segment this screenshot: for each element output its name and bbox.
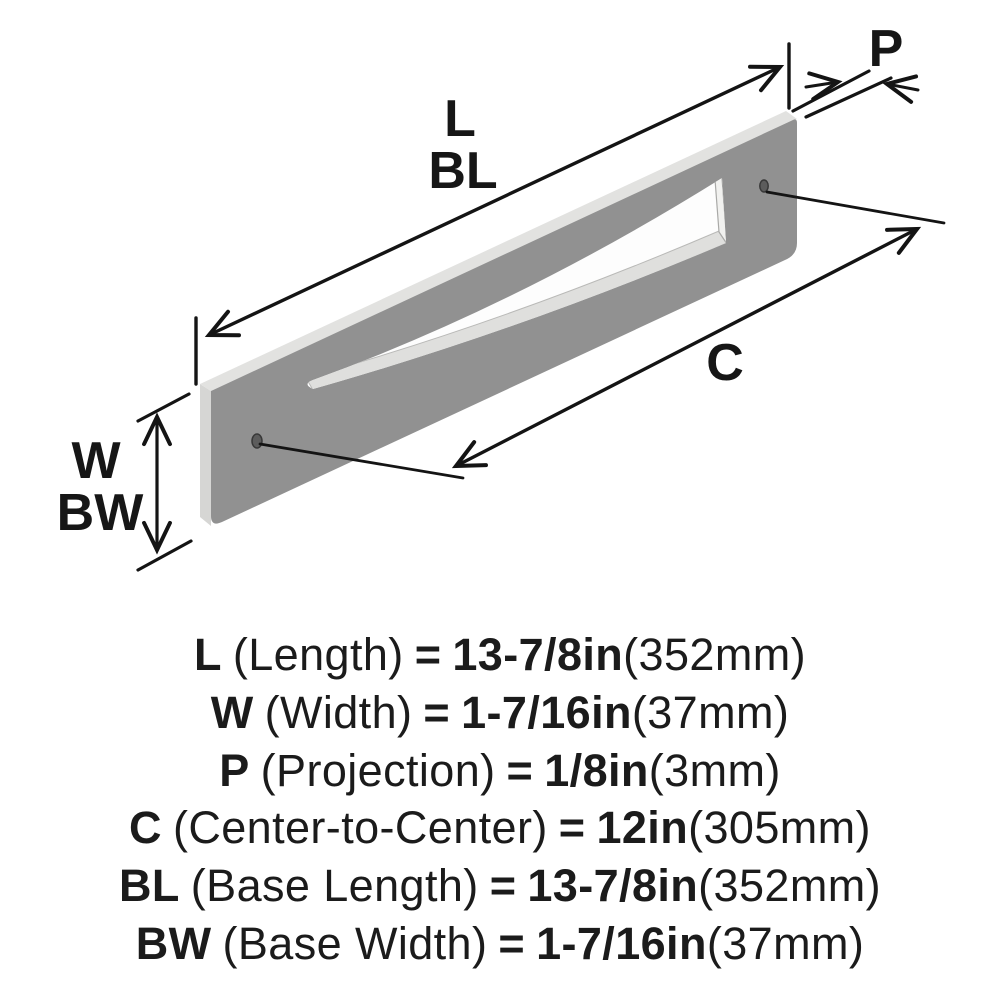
spec-value: 1-7/16in: [536, 917, 707, 969]
spec-row-center-to-center: C(Center-to-Center)=12in(305mm): [0, 802, 1000, 860]
p-edge-line-inner: [804, 76, 893, 119]
spec-list: L(Length)=13-7/8in(352mm) W(Width)=1-7/1…: [0, 629, 1000, 976]
screw-hole-right: [759, 179, 769, 193]
equals-sign: =: [489, 860, 517, 912]
spec-label: L: [193, 629, 222, 680]
spec-metric: (37mm): [706, 917, 865, 969]
spec-name: (Projection): [260, 744, 496, 796]
c-leader-right-hole: [765, 190, 946, 225]
spec-value: 13-7/8in: [527, 860, 699, 912]
spec-label: C: [129, 802, 162, 854]
equals-sign: =: [423, 686, 451, 738]
c-dimension-arrow: [451, 226, 922, 469]
plate-left-edge: [200, 384, 211, 526]
equals-sign: =: [498, 917, 526, 969]
spec-metric: (352mm): [623, 629, 806, 680]
spec-name: (Width): [264, 686, 413, 738]
label-center-to-center: C: [706, 334, 744, 392]
screw-hole-left: [251, 433, 263, 449]
equals-sign: =: [414, 629, 442, 680]
spec-label: P: [219, 744, 250, 796]
label-base-length: BL: [428, 142, 497, 200]
spec-metric: (3mm): [648, 744, 781, 796]
spec-value: 12in: [596, 802, 689, 854]
spec-metric: (352mm): [698, 860, 881, 912]
spec-value: 1-7/16in: [461, 686, 632, 738]
spec-row-length: L(Length)=13-7/8in(352mm): [0, 629, 1000, 687]
p-arrow-left: [804, 71, 843, 101]
equals-sign: =: [506, 744, 534, 796]
spec-metric: (37mm): [631, 686, 790, 738]
spec-name: (Base Length): [190, 860, 479, 912]
spec-label: BL: [119, 860, 180, 912]
w-extension-tick-top: [136, 392, 191, 423]
spec-value: 13-7/8in: [452, 629, 624, 680]
dimension-annotations: [136, 42, 946, 572]
c-leader-left-hole: [258, 442, 465, 480]
spec-name: (Center-to-Center): [172, 802, 548, 854]
label-projection: P: [869, 20, 904, 78]
label-length: L: [444, 90, 476, 148]
spec-row-base-width: BW(Base Width)=1-7/16in(37mm): [0, 918, 1000, 976]
spec-name: (Base Width): [222, 917, 488, 969]
label-width: W: [71, 432, 121, 490]
spec-label: BW: [135, 917, 212, 969]
spec-row-projection: P(Projection)=1/8in(3mm): [0, 745, 1000, 803]
spec-label: W: [210, 686, 254, 738]
spec-row-base-length: BL(Base Length)=13-7/8in(352mm): [0, 860, 1000, 918]
equals-sign: =: [558, 802, 586, 854]
label-base-width: BW: [57, 484, 145, 542]
pull-handle-drawing: [200, 111, 797, 526]
spec-metric: (305mm): [688, 802, 871, 854]
w-extension-tick-bottom: [136, 539, 193, 572]
spec-value: 1/8in: [544, 744, 649, 796]
pull-dimension-diagram: L BL P C W BW: [57, 20, 946, 572]
l-dimension-arrow: [204, 64, 785, 338]
spec-row-width: W(Width)=1-7/16in(37mm): [0, 687, 1000, 745]
spec-name: (Length): [232, 629, 404, 680]
p-arrow-right: [882, 74, 920, 104]
